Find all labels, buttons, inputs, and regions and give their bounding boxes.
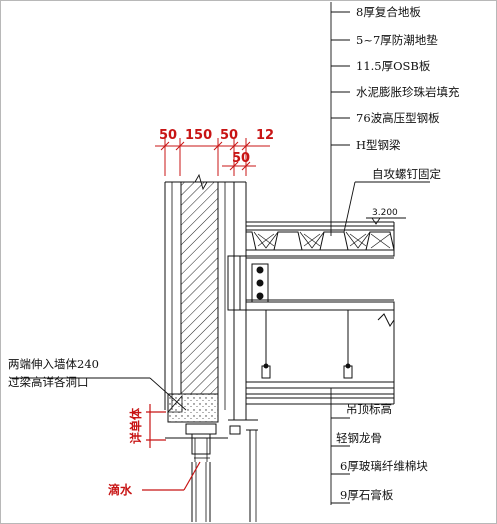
label-gypsum-board: 9厚石膏板 (340, 488, 394, 502)
left-note: 两端伸入墙体240 过梁高详各洞口 (8, 357, 99, 389)
lintel (165, 393, 258, 522)
masonry-wall (164, 173, 247, 420)
right-labels: 8厚复合地板 5~7厚防潮地垫 11.5厚OSB板 水泥膨胀珍珠岩填充 76波高… (356, 5, 460, 152)
label-perlite-fill: 水泥膨胀珍珠岩填充 (356, 85, 460, 99)
h-steel-beam (227, 249, 395, 311)
red-annotations (142, 404, 201, 491)
label-light-steel-keel: 轻钢龙骨 (336, 431, 382, 445)
leader-lines (330, 2, 430, 505)
left-note-line1: 两端伸入墙体240 (8, 357, 99, 371)
label-h-beam: H型钢梁 (356, 138, 401, 152)
dim-50-b: 50 (220, 128, 238, 143)
label-screw-fix: 自攻螺钉固定 (372, 167, 441, 181)
dim-50-a: 50 (159, 128, 177, 143)
label-ceiling-level: 吊顶标高 (346, 402, 392, 416)
dim-12: 12 (256, 128, 274, 143)
left-note-leader (10, 377, 187, 411)
elevation-mark: 3.200 (372, 208, 398, 218)
dim-150: 150 (185, 128, 212, 143)
floor-deck (246, 221, 395, 251)
bottom-labels: 吊顶标高 轻钢龙骨 6厚玻璃纤维棉块 9厚石膏板 (336, 402, 428, 502)
label-drip: 滴水 (108, 482, 133, 497)
label-detail-unit: 详单体 (128, 407, 143, 444)
dim-50-c: 50 (232, 151, 250, 166)
ceiling-system (246, 310, 395, 405)
label-osb-board: 11.5厚OSB板 (356, 59, 431, 73)
label-composite-floor: 8厚复合地板 (356, 5, 421, 19)
dimension-text: 50 150 50 12 50 (159, 128, 274, 166)
left-note-line2: 过梁高详各洞口 (8, 375, 89, 389)
label-glass-fiber: 6厚玻璃纤维棉块 (340, 459, 428, 473)
top-dimension (155, 138, 270, 176)
label-steel-deck: 76波高压型钢板 (356, 111, 440, 125)
label-moisture-pad: 5~7厚防潮地垫 (356, 33, 438, 47)
